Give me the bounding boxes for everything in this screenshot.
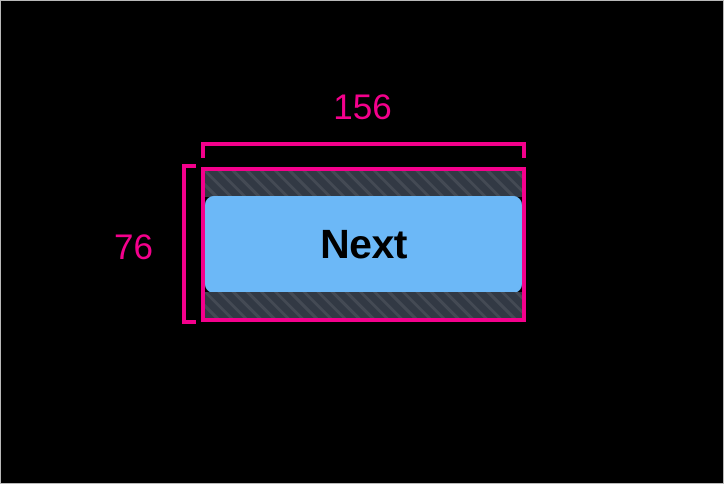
height-dimension-bracket — [182, 164, 196, 324]
next-button[interactable]: Next — [205, 196, 522, 293]
width-dimension-label: 156 — [333, 88, 392, 127]
next-button-label: Next — [320, 221, 407, 267]
spacing-band-top — [205, 171, 522, 197]
spacing-band-bottom — [205, 292, 522, 318]
width-dimension-bracket — [201, 142, 526, 158]
highlighted-element-box[interactable]: Next — [201, 167, 526, 322]
height-dimension-label: 76 — [114, 228, 153, 267]
